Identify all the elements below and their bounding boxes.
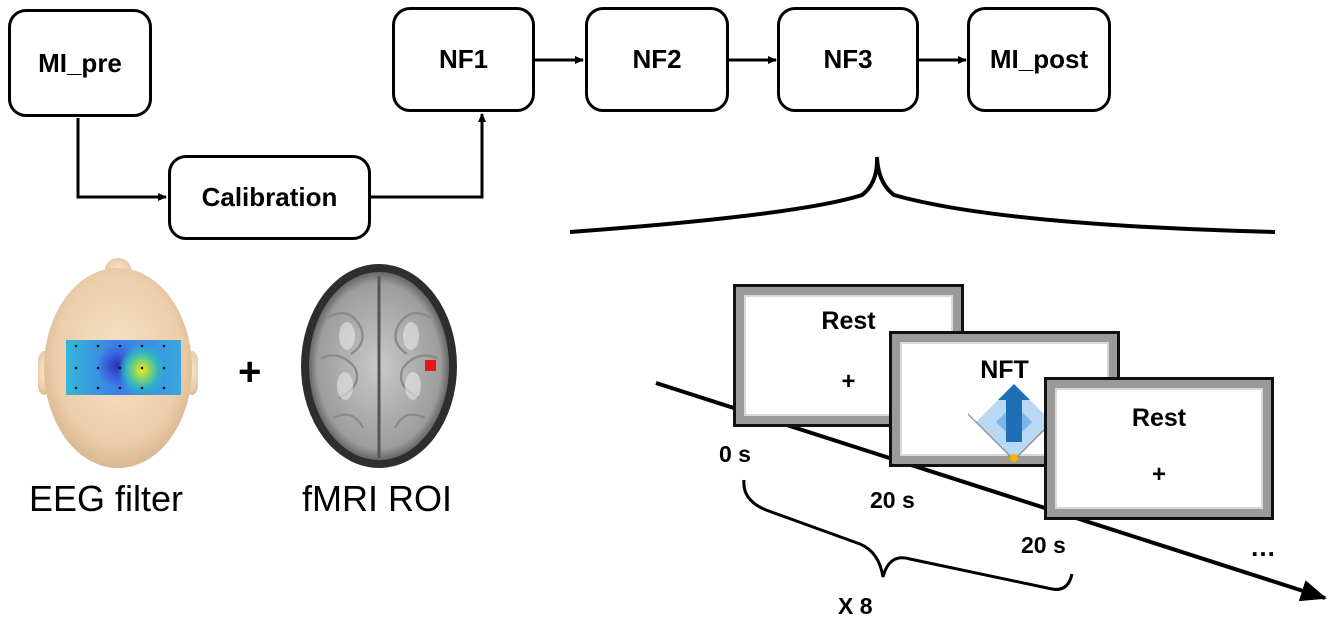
- fmri-roi-caption: fMRI ROI: [302, 478, 452, 519]
- repeat-brace: [742, 479, 1074, 591]
- repeat-label: X 8: [838, 593, 873, 619]
- mi-pre-label: MI_pre: [38, 47, 122, 78]
- eeg-filter-image: [38, 258, 198, 468]
- roi-marker: [425, 360, 436, 371]
- nf3-label: NF3: [823, 44, 873, 74]
- nf3-box: NF3: [777, 7, 919, 112]
- eeg-filter-caption: EEG filter: [29, 478, 184, 519]
- rest-screen-2: Rest +: [1044, 377, 1274, 520]
- arrow-calibration-to-nf1: [371, 113, 486, 199]
- nf-session-brace: [569, 156, 1276, 234]
- calibration-box: Calibration: [168, 155, 371, 240]
- nf1-box: NF1: [392, 7, 535, 112]
- plus-sign: +: [238, 350, 262, 394]
- rest-screen-2-title: Rest: [1131, 404, 1187, 432]
- fixation-cross-2: +: [1151, 461, 1166, 488]
- time-label-0s: 0 s: [719, 441, 751, 467]
- rest-screen-1-title: Rest: [821, 307, 876, 335]
- mi-post-label: MI_post: [989, 44, 1089, 74]
- nft-screen-title: NFT: [980, 356, 1029, 384]
- arrow-mipre-to-calibration: [76, 118, 167, 201]
- mi-post-box: MI_post: [967, 7, 1111, 112]
- fmri-roi-image: [301, 264, 457, 468]
- mi-pre-box: MI_pre: [8, 9, 152, 117]
- calibration-label: Calibration: [201, 182, 338, 212]
- time-label-20s-b: 20 s: [1021, 532, 1066, 558]
- nf1-label: NF1: [438, 44, 489, 74]
- fixation-cross-1: +: [841, 368, 856, 395]
- nf2-label: NF2: [632, 44, 682, 74]
- time-label-20s-a: 20 s: [870, 487, 915, 513]
- continuation-ellipsis: …: [1250, 532, 1276, 562]
- nf2-box: NF2: [585, 7, 729, 112]
- nft-feedback-icon: [967, 384, 1061, 462]
